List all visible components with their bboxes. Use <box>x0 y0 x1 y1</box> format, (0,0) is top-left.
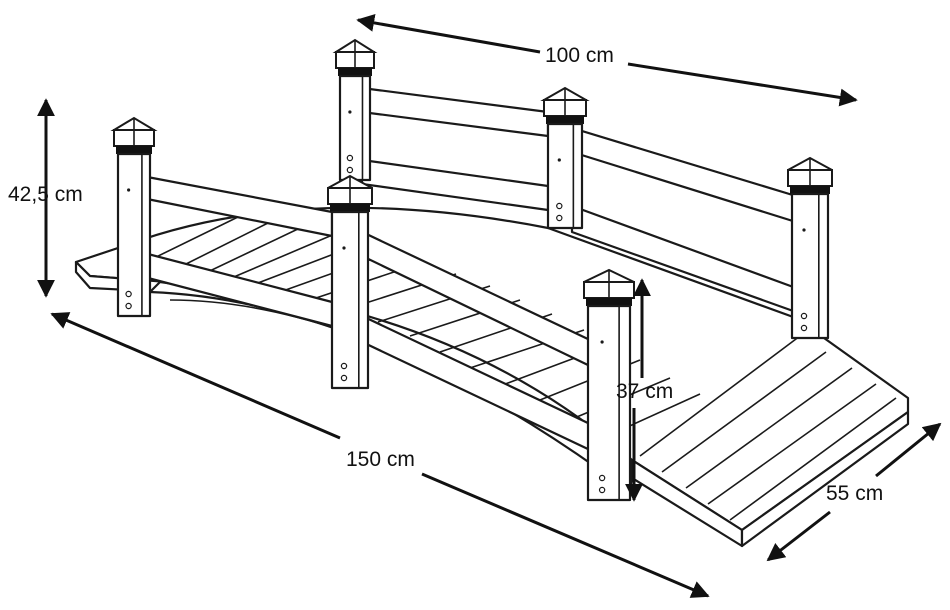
post-bolt <box>556 202 563 210</box>
deck-plank <box>685 367 853 489</box>
post-bolt <box>598 486 606 494</box>
post-bolt <box>556 214 563 222</box>
post-bolt <box>127 188 131 192</box>
post-bolt <box>802 228 806 232</box>
post-bolt <box>557 158 561 162</box>
rail-height-label: 37 cm <box>616 380 673 403</box>
deck-plank <box>194 227 301 279</box>
post-body <box>546 122 584 230</box>
post-band <box>116 146 152 154</box>
width-label: 55 cm <box>826 482 883 505</box>
width-arrow-bottom <box>766 510 831 562</box>
post-bolt <box>800 324 808 332</box>
post-body <box>116 152 152 318</box>
top-length-label: 100 cm <box>545 44 614 67</box>
post-bolt <box>598 474 606 482</box>
deck-plank <box>707 383 877 505</box>
dimension-lines <box>37 13 942 598</box>
post-bolt <box>600 340 604 344</box>
post-band <box>586 298 632 306</box>
top-length-arrow-left <box>356 13 541 54</box>
post-band <box>546 116 584 124</box>
post-bolt <box>346 166 354 174</box>
deck-plank <box>639 335 801 457</box>
posts <box>332 38 833 340</box>
post-band <box>330 204 370 212</box>
height-label: 42,5 cm <box>8 183 83 206</box>
post-body <box>790 192 830 340</box>
length-label: 150 cm <box>346 448 415 471</box>
deck-plank <box>729 397 897 521</box>
post-bolt <box>800 312 808 320</box>
top-length-arrow-right <box>627 62 858 107</box>
post-bolt <box>348 110 352 114</box>
deck-plank <box>661 351 827 473</box>
post-body <box>338 74 372 182</box>
post-bolt <box>125 302 132 310</box>
front-posts <box>110 116 635 502</box>
post-bolt <box>340 362 348 370</box>
deck-plank <box>149 215 241 261</box>
post-bolt <box>346 154 354 162</box>
post-body <box>586 304 632 502</box>
post-body <box>330 210 370 390</box>
post-bolt <box>125 290 132 298</box>
post-bolt <box>340 374 348 382</box>
width-arrow-top <box>875 422 942 478</box>
length-arrow-left <box>50 312 341 440</box>
post-band <box>790 186 830 194</box>
length-arrow-right <box>421 472 710 598</box>
back-railing <box>360 86 798 314</box>
post-bolt <box>342 246 346 250</box>
post-band <box>338 68 372 76</box>
deck-plank <box>221 235 331 283</box>
